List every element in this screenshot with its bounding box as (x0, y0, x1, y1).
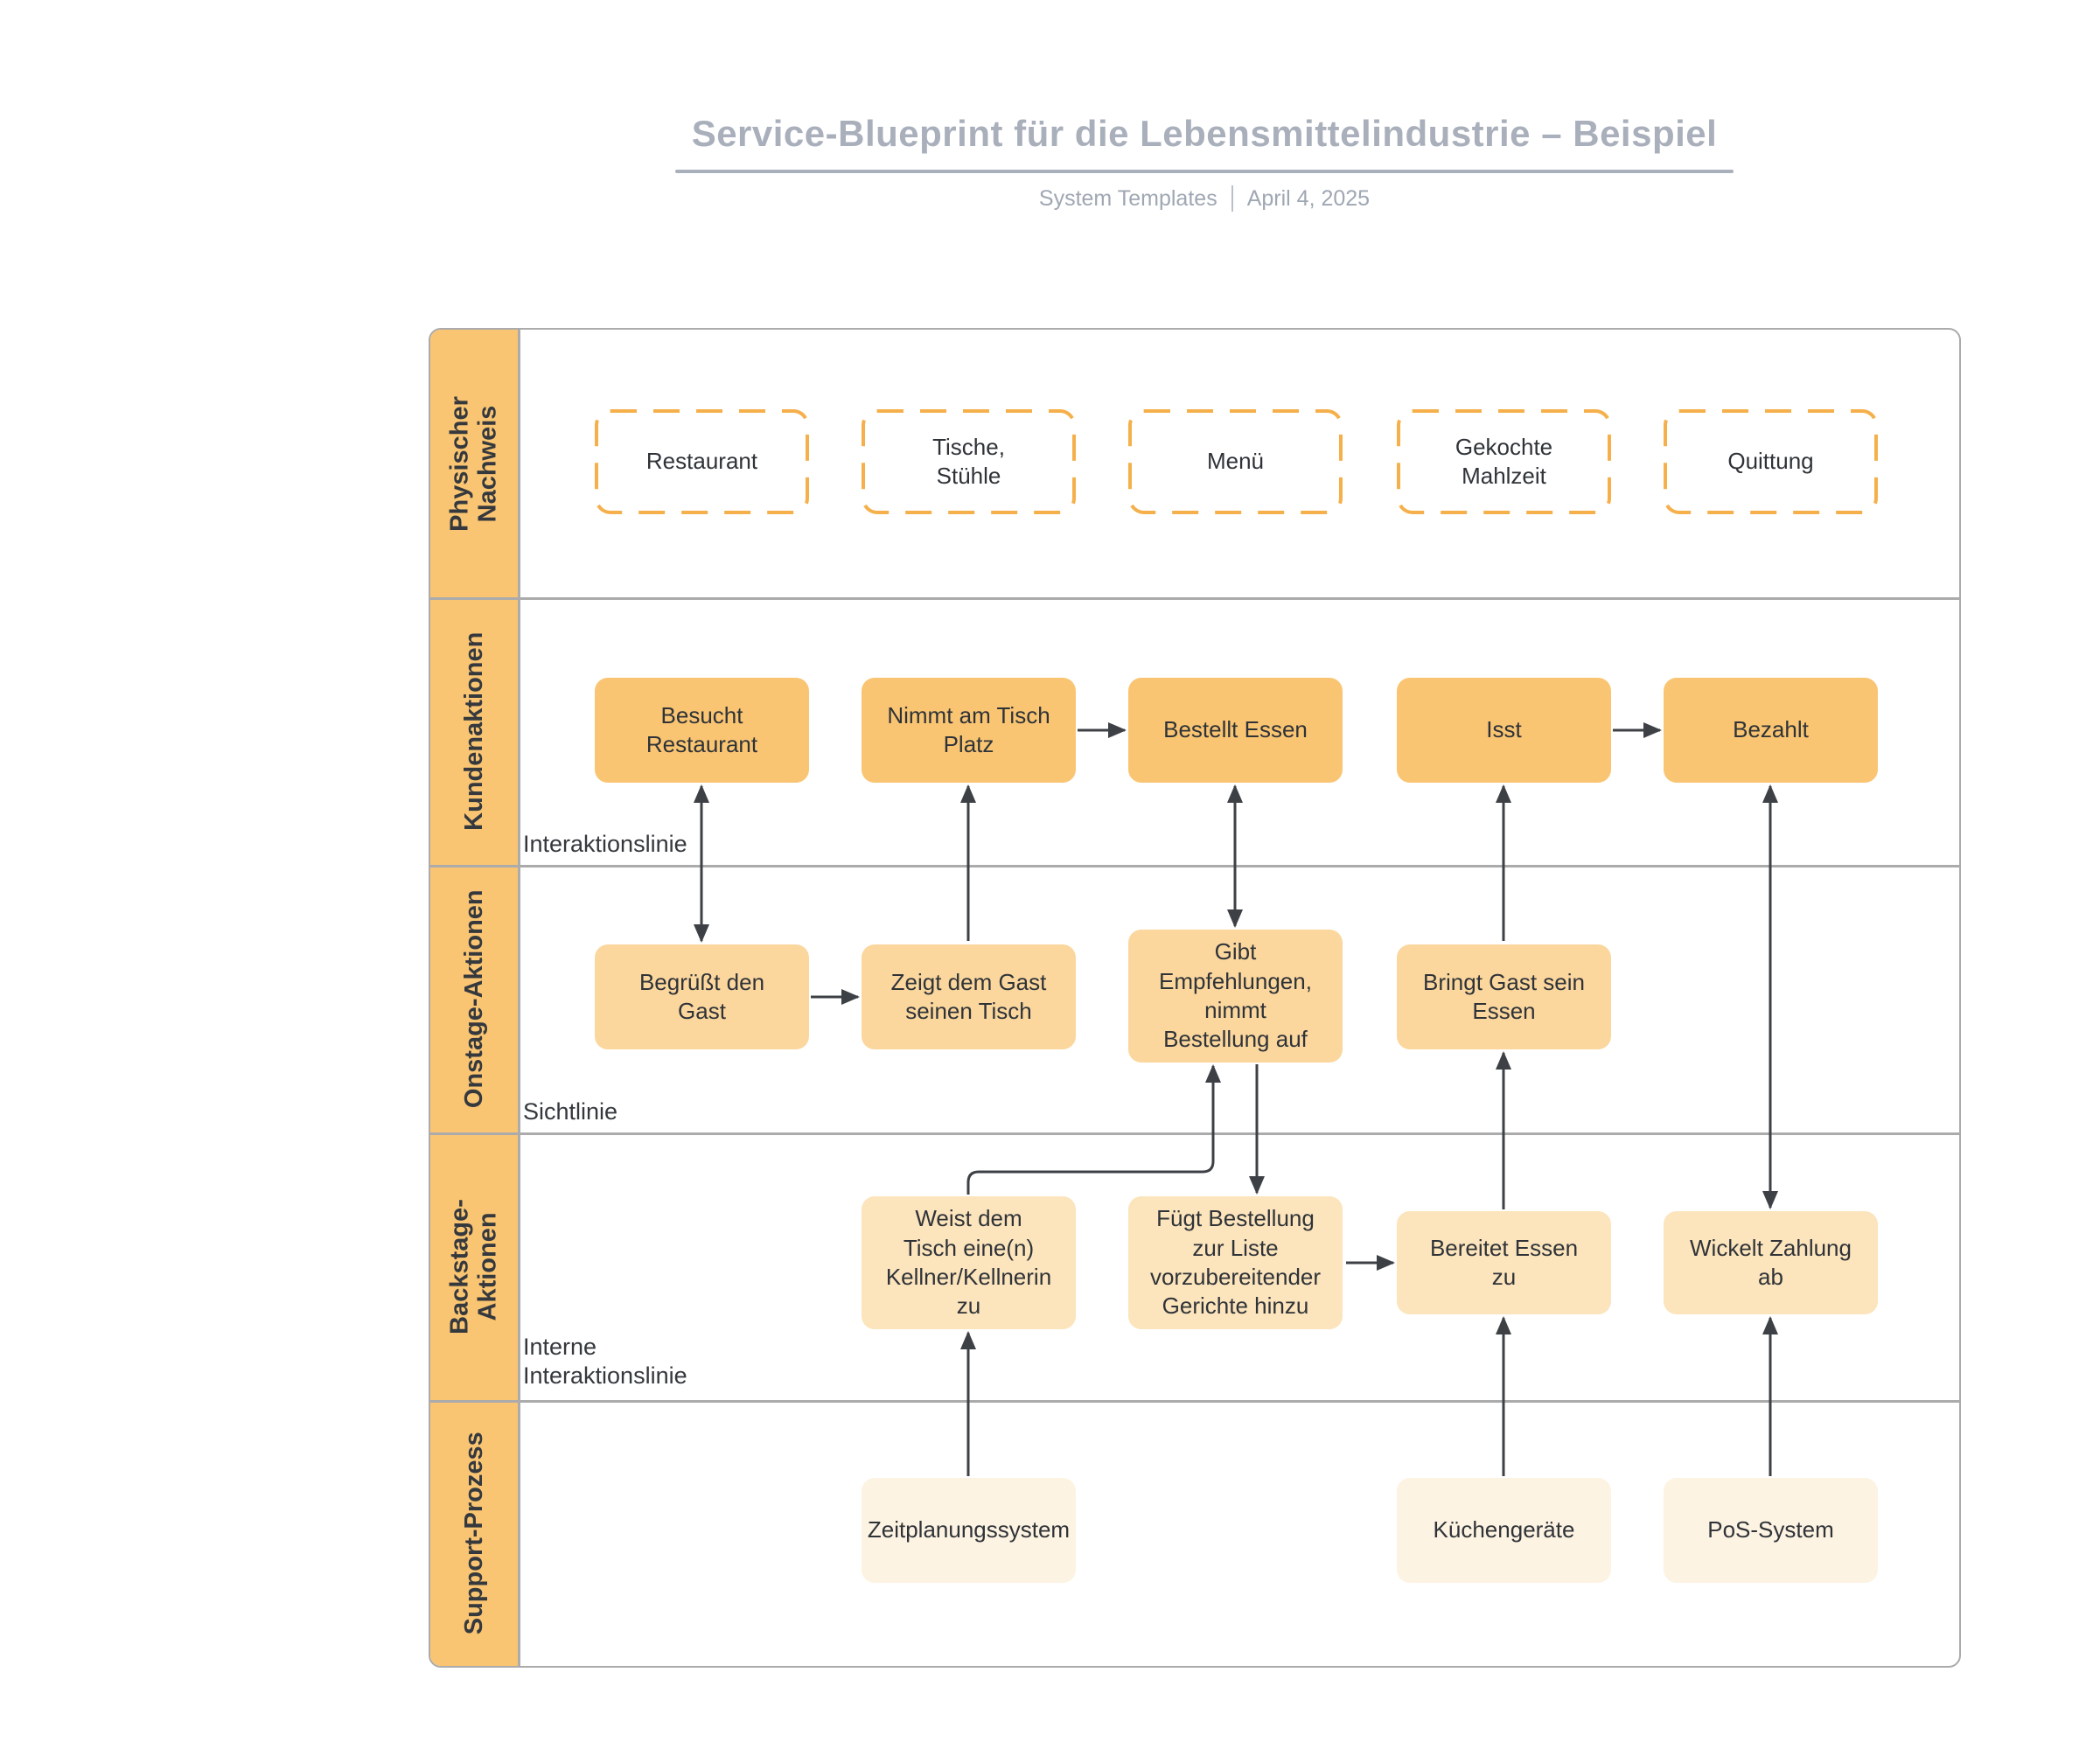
node-pos-system[interactable]: PoS-System (1664, 1478, 1878, 1583)
title-underline (675, 170, 1734, 174)
meta-separator (1231, 185, 1233, 213)
node-restaurant[interactable]: Restaurant (645, 448, 758, 475)
node-zeigt-tisch[interactable]: Zeigt dem Gast seinen Tisch (862, 944, 1076, 1049)
lane-divider-internal (430, 1400, 1959, 1403)
lane-header-support: Support-Prozess (430, 1400, 518, 1666)
node-kuechengeraete[interactable]: Küchengeräte (1397, 1478, 1611, 1583)
node-weist-kellner-zu[interactable]: Weist dem Tisch eine(n) Kellner/Kellneri… (862, 1196, 1076, 1329)
lane-label-backstage: Backstage- Aktionen (445, 1198, 502, 1334)
node-bereitet-essen-zu[interactable]: Bereitet Essen zu (1397, 1211, 1611, 1314)
lane-label-physical: Physischer Nachweis (445, 395, 502, 532)
node-gibt-empfehlungen[interactable]: Gibt Empfehlungen, nimmt Bestellung auf (1128, 930, 1343, 1063)
node-wickelt-zahlung-ab[interactable]: Wickelt Zahlung ab (1664, 1211, 1878, 1314)
header: Service-Blueprint für die Lebensmittelin… (675, 112, 1734, 213)
meta-source: System Templates (1038, 185, 1217, 211)
node-menue[interactable]: Menü (1206, 448, 1265, 475)
lane-header-separator (518, 330, 520, 1666)
lane-label-support: Support-Prozess (459, 1431, 488, 1635)
lane-divider-1 (430, 597, 1959, 600)
lane-header-onstage: Onstage-Aktionen (430, 865, 518, 1132)
node-begruesst-gast[interactable]: Begrüßt den Gast (595, 944, 809, 1049)
node-bezahlt[interactable]: Bezahlt (1664, 678, 1878, 783)
line-of-visibility-label: Sichtlinie (523, 1098, 618, 1125)
node-gekochte-mahlzeit[interactable]: Gekochte Mahlzeit (1455, 433, 1553, 489)
node-bestellt-essen[interactable]: Bestellt Essen (1128, 678, 1343, 783)
lane-divider-visibility (430, 1132, 1959, 1135)
lane-header-customer: Kundenaktionen (430, 597, 518, 865)
lane-label-onstage: Onstage-Aktionen (459, 889, 488, 1108)
page-title: Service-Blueprint für die Lebensmittelin… (691, 113, 1718, 154)
node-fuegt-bestellung-hinzu[interactable]: Fügt Bestellung zur Liste vorzubereitend… (1128, 1196, 1343, 1329)
meta-date: April 4, 2025 (1246, 185, 1371, 211)
header-meta: System Templates April 4, 2025 (675, 185, 1734, 213)
line-of-interaction-label: Interaktionslinie (523, 831, 687, 857)
node-isst[interactable]: Isst (1397, 678, 1611, 783)
lane-header-backstage: Backstage- Aktionen (430, 1132, 518, 1400)
lane-label-customer: Kundenaktionen (459, 631, 488, 831)
node-tische-stuehle[interactable]: Tische, Stühle (932, 433, 1005, 489)
lane-divider-interaction (430, 865, 1959, 868)
node-besucht-restaurant[interactable]: Besucht Restaurant (595, 678, 809, 783)
node-zeitplanungssystem[interactable]: Zeitplanungssystem (862, 1478, 1076, 1583)
lane-header-physical: Physischer Nachweis (430, 330, 518, 597)
internal-interaction-line-label: Interne Interaktionslinie (523, 1334, 687, 1389)
node-nimmt-platz[interactable]: Nimmt am Tisch Platz (862, 678, 1076, 783)
node-quittung[interactable]: Quittung (1727, 448, 1814, 475)
node-bringt-essen[interactable]: Bringt Gast sein Essen (1397, 944, 1611, 1049)
